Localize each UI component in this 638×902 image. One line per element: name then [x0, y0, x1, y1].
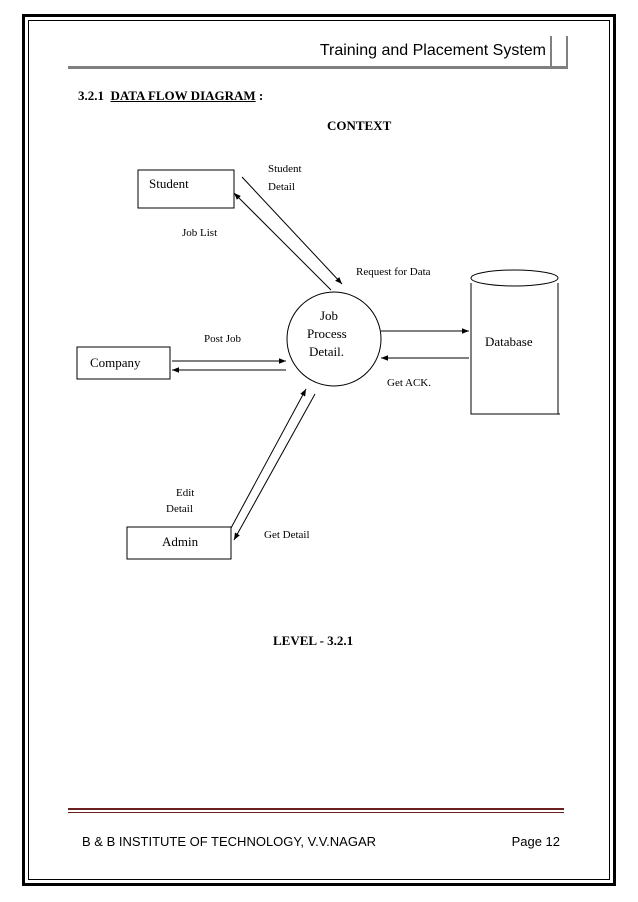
student-to-process-arrow	[241, 176, 343, 285]
section-heading: 3.2.1 DATA FLOW DIAGRAM :	[78, 88, 263, 104]
process-label-line1: Job	[320, 308, 338, 323]
flow-student-detail-line1: Student	[268, 163, 302, 175]
footer-page-number: Page 12	[511, 834, 560, 849]
page-border	[22, 14, 616, 886]
section-title: DATA FLOW DIAGRAM	[110, 88, 256, 103]
process-label-line2: Process	[307, 326, 347, 341]
process-to-student-arrow	[233, 192, 332, 291]
page-border-inner	[28, 20, 610, 880]
student-entity: Student	[137, 169, 235, 209]
document-header-title: Training and Placement System	[319, 42, 546, 59]
header-rule-cap-outer	[566, 36, 568, 68]
header-rule-cap	[550, 36, 552, 68]
header-rule	[68, 66, 568, 69]
flow-get-detail: Get Detail	[264, 529, 310, 541]
footer-rule	[68, 808, 564, 810]
student-entity-label: Student	[149, 176, 189, 191]
flow-request-for-data: Request for Data	[356, 266, 431, 278]
job-process-circle: Job Process Detail.	[286, 291, 382, 387]
admin-entity-label: Admin	[162, 534, 199, 549]
company-entity: Company	[76, 346, 171, 380]
footer-institute: B & B INSTITUTE OF TECHNOLOGY, V.V.NAGAR	[82, 834, 377, 849]
flow-student-detail-line2: Detail	[268, 181, 295, 193]
company-entity-label: Company	[90, 355, 141, 370]
flow-post-job: Post Job	[204, 333, 241, 345]
level-label: LEVEL - 3.2.1	[273, 633, 354, 648]
database-label: Database	[485, 334, 533, 349]
context-label: CONTEXT	[327, 118, 392, 133]
section-number: 3.2.1	[78, 88, 104, 103]
flow-job-list: Job List	[182, 227, 217, 239]
footer-rule-thin	[68, 812, 564, 813]
admin-entity: Admin	[126, 526, 232, 560]
process-to-admin-arrow	[233, 393, 316, 541]
database-store: Database	[470, 269, 560, 415]
admin-to-process-arrow	[230, 388, 307, 529]
process-label-line3: Detail.	[309, 344, 344, 359]
flow-get-ack: Get ACK.	[387, 377, 431, 389]
flow-edit-detail-line1: Edit	[176, 487, 194, 499]
section-suffix: :	[258, 88, 264, 103]
flow-edit-detail-line2: Detail	[166, 503, 193, 515]
